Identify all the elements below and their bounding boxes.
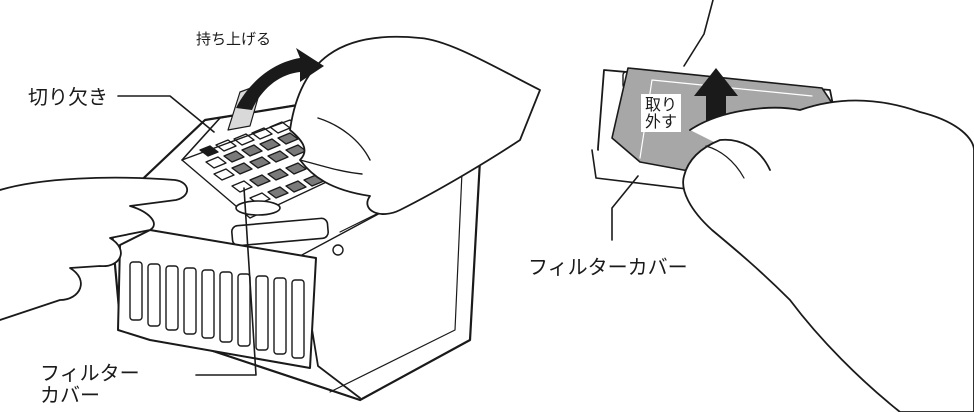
handle-slot [235,200,281,216]
label-notch: 切り欠き [28,85,108,109]
right-illustration [591,0,974,412]
label-filter-cover-right: フィルターカバー [528,255,688,279]
leader-top-right [683,0,714,67]
label-remove-line2: 外す [645,112,678,131]
handle-bar [231,217,329,247]
remove-arrow [694,68,738,134]
lift-arrow [236,48,324,110]
label-filter-cover-left-line1: フィルター [40,361,140,385]
label-filter-cover-left: フィルター カバー [40,362,140,406]
right-hand-top [289,35,541,215]
right-hand [682,99,974,412]
label-lift: 持ち上げる [196,30,272,48]
label-filter-cover-left-line2: カバー [40,383,100,407]
left-hand-lower [0,176,189,321]
leader-notch [117,95,215,133]
left-illustration [0,35,541,402]
leader-filter-cover-right [611,175,639,241]
knob [332,244,344,256]
label-remove: 取り 外す [641,94,682,132]
leader-filter-cover-left [195,187,257,376]
label-remove-line1: 取り [645,95,678,114]
